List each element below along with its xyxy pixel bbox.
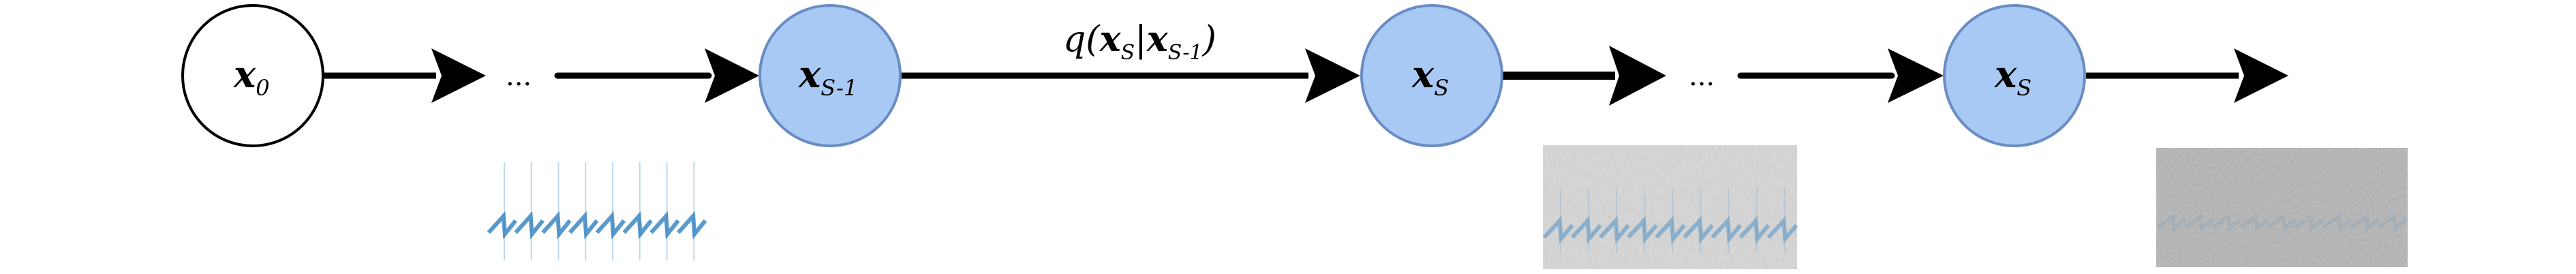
waveform-cycle (1655, 215, 1686, 245)
arrowhead-icon (705, 48, 759, 103)
waveform-cycle (2377, 213, 2408, 232)
waveform-cycle (622, 211, 653, 240)
edge-x0-to-ellipsis (324, 48, 486, 103)
waveform-cycle (514, 211, 545, 240)
waveform-cycle (2239, 213, 2270, 232)
waveform-cycle (2156, 213, 2187, 232)
svg-text:xS-1: xS-1 (798, 52, 857, 101)
svg-text:xS: xS (1411, 52, 1449, 101)
fully-noised-image (2156, 148, 2408, 267)
edge-xs-to-ellipsis (1503, 46, 1666, 106)
svg-text:xS: xS (1994, 52, 2031, 101)
waveform-cycle (541, 211, 572, 240)
waveform-cycle (649, 211, 680, 240)
waveform-cycle (2211, 213, 2242, 232)
edge-xs-1-to-xs (900, 48, 1360, 103)
waveform-cycle (2295, 213, 2325, 232)
arrowhead-icon (2234, 48, 2288, 103)
ellipsis-1: ... (506, 61, 532, 92)
waveform-cycle (1683, 215, 1714, 245)
ellipsis-2: ... (1689, 61, 1715, 92)
partially-noised-waveform-image (1542, 145, 1798, 269)
waveform-cycle (2322, 213, 2352, 232)
arrowhead-icon (1305, 48, 1360, 103)
arrowhead-icon (1888, 48, 1944, 103)
edge-xs-final-out (2086, 48, 2288, 103)
waveform-cycle (1542, 215, 1574, 245)
waveform-cycle (2183, 213, 2214, 232)
arrowhead-icon (431, 48, 486, 103)
clean-waveform-image (487, 162, 707, 260)
waveform-cycle (677, 211, 707, 240)
waveform-cycle (2267, 213, 2297, 232)
edge-ellipsis-to-xs-1 (554, 48, 759, 103)
node-x-s-final: xS (1943, 4, 2086, 147)
waveform-cycle (1570, 215, 1602, 245)
waveform-cycle (1711, 215, 1743, 245)
waveform-cycle (2350, 213, 2380, 232)
node-x-s-minus-1: xS-1 (758, 4, 902, 147)
waveform-cycle (1766, 215, 1798, 245)
svg-text:x0: x0 (233, 52, 270, 101)
node-x0: x0 (181, 4, 324, 147)
arrowhead-icon (1609, 46, 1666, 106)
edge-ellipsis-to-xs-final (1737, 48, 1944, 103)
node-x-s: xS (1360, 4, 1503, 147)
waveform-cycle (487, 211, 518, 240)
waveform-cycle (1738, 215, 1770, 245)
waveform-cycle (1599, 215, 1630, 245)
waveform-cycle (595, 211, 626, 240)
waveform-cycle (1627, 215, 1658, 245)
waveform-cycle (568, 211, 599, 240)
transition-label: q(xS|xS-1) (1063, 18, 1216, 65)
